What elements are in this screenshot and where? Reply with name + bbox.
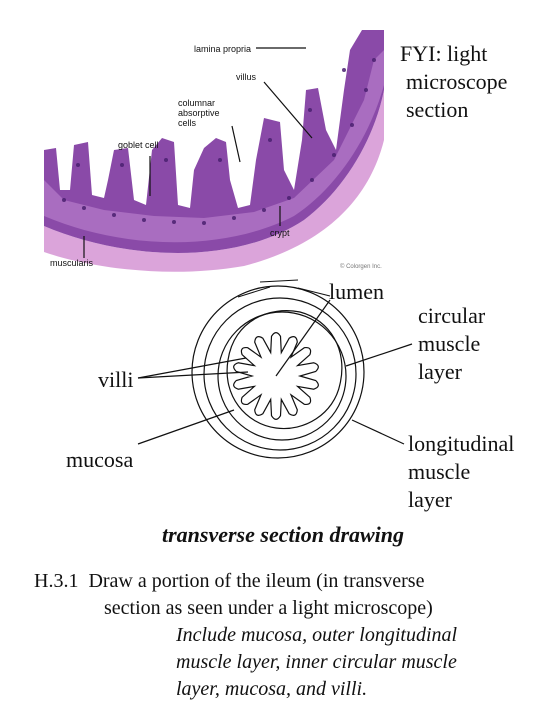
label-columnar-3: cells: [178, 118, 197, 128]
label-circular-3: layer: [418, 359, 462, 384]
task-instructions: H.3.1 Draw a portion of the ileum (in tr…: [34, 568, 457, 703]
outer-ring: [191, 285, 365, 459]
sketch-stroke-3: [297, 287, 331, 297]
label-columnar-1: columnar: [178, 98, 215, 108]
label-circular-2: muscle: [418, 331, 481, 356]
drawing-caption: transverse section drawing: [162, 522, 405, 547]
label-lamina-propria: lamina propria: [194, 44, 251, 54]
label-columnar-2: absorptive: [178, 108, 220, 118]
label-circular-1: circular: [418, 303, 486, 328]
leader-villi-1: [137, 357, 247, 379]
task-line-5: layer, mucosa, and villi.: [176, 678, 368, 700]
fyi-line-2: microscope: [406, 69, 508, 94]
task-line-3: Include mucosa, outer longitudinal: [176, 624, 458, 646]
leader-mucosa: [137, 409, 235, 445]
fyi-line-3: section: [406, 97, 469, 122]
inner-mucosa-ring: [226, 310, 343, 430]
label-longitudinal-2: muscle: [408, 459, 471, 484]
sketch-stroke-2: [259, 279, 299, 283]
label-villus: villus: [236, 72, 257, 82]
task-line-4: muscle layer, inner circular muscle: [176, 651, 457, 673]
image-credit: © Colorgen Inc.: [340, 263, 382, 270]
leader-villi-2: [137, 371, 249, 379]
muscularis-band: [44, 90, 384, 272]
nuclei-dots: [62, 58, 376, 225]
transverse-section-drawing: [137, 279, 413, 459]
label-crypt: crypt: [270, 228, 290, 238]
task-number: H.3.1: [34, 570, 79, 592]
label-villi: villi: [98, 367, 134, 392]
label-muscularis: muscularis: [50, 258, 94, 268]
task-line-1: Draw a portion of the ileum (in transver…: [88, 570, 425, 592]
label-lumen: lumen: [329, 279, 384, 304]
circular-muscle-ring: [217, 311, 347, 441]
sketch-stroke-1: [237, 286, 271, 298]
pointer-columnar: [231, 125, 241, 163]
label-mucosa: mucosa: [66, 447, 134, 472]
lamina-texture: [44, 50, 384, 243]
fyi-line-1: FYI: light: [400, 41, 488, 66]
leader-lumen: [275, 299, 331, 377]
pointer-villus: [263, 81, 313, 139]
leader-longitudinal: [351, 419, 405, 445]
lumen-villi-outline: [233, 332, 319, 420]
micrograph-image: lamina propria villus columnar absorptiv…: [44, 30, 384, 272]
task-line-2: section as seen under a light microscope…: [104, 597, 433, 619]
fyi-note: FYI: light microscope section: [400, 40, 507, 124]
label-goblet-cell: goblet cell: [118, 140, 159, 150]
label-longitudinal-3: layer: [408, 487, 452, 512]
leader-circular: [345, 343, 413, 367]
label-longitudinal-1: longitudinal: [408, 431, 515, 456]
